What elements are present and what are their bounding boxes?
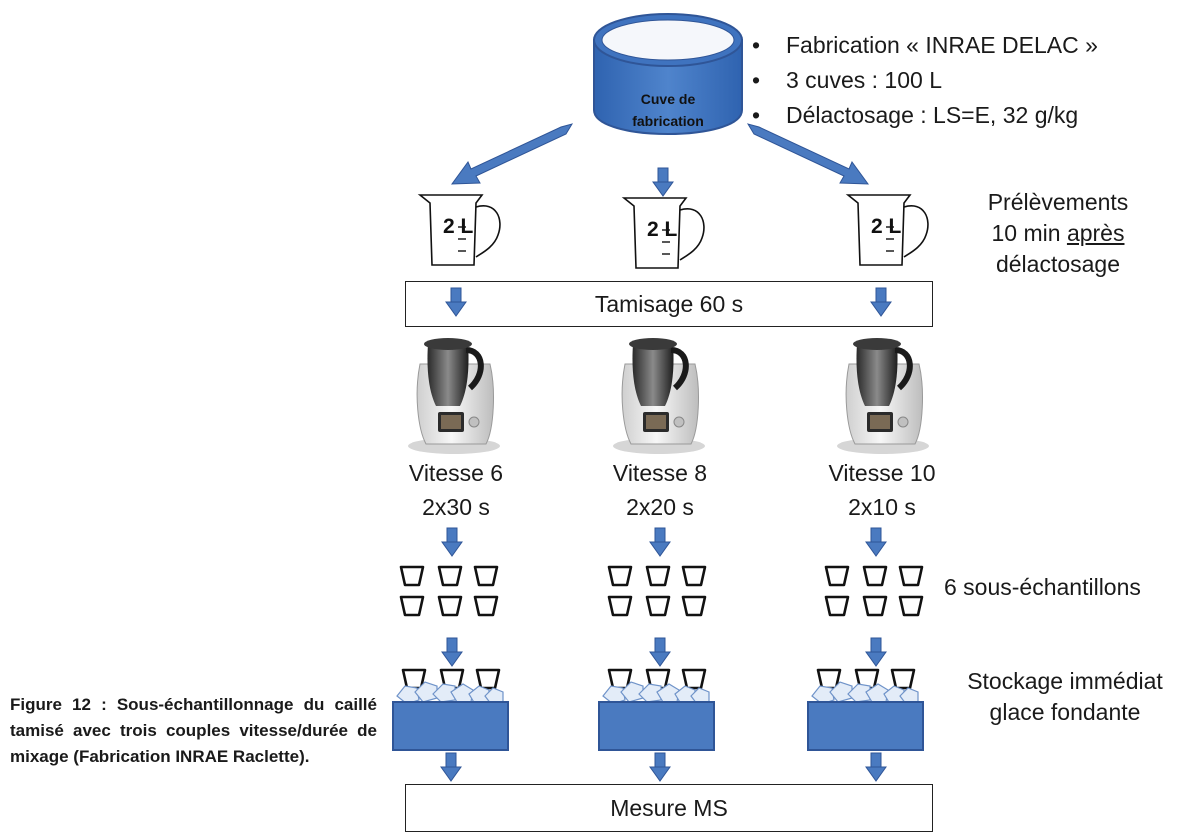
vat-label-line1: Cuve de — [641, 91, 696, 107]
arrow-to-subsamples — [441, 527, 463, 557]
duration-label: 2x20 s — [626, 494, 694, 520]
arrow-to-storage — [649, 637, 671, 667]
speed-group: Vitesse 6 2x30 s — [356, 456, 556, 524]
ice-bin-icon — [392, 668, 509, 751]
duration-label: 2x10 s — [848, 494, 916, 520]
storage-line1: Stockage immédiat — [967, 668, 1163, 694]
ice-bin-icon — [598, 668, 715, 751]
subsample-cups — [824, 565, 924, 617]
sieving-label: Tamisage 60 s — [594, 290, 744, 317]
arrow-vat-right — [746, 123, 870, 185]
pitcher-icon: 2 L — [419, 194, 501, 266]
storage-line2: glace fondante — [989, 699, 1141, 725]
arrow-to-storage — [441, 637, 463, 667]
bullet-item: 3 cuves : 100 L — [752, 63, 1098, 98]
speed-label: Vitesse 8 — [612, 460, 708, 486]
vat-icon: Cuve de fabrication — [593, 13, 743, 135]
figure-caption: Figure 12 : Sous-échantillonnage du cail… — [10, 695, 377, 766]
sampling-line1: Prélèvements — [987, 189, 1129, 215]
duration-label: 2x30 s — [422, 494, 490, 520]
subsample-cups — [399, 565, 499, 617]
measure-box: Mesure MS — [405, 784, 933, 832]
sampling-line2-prefix: 10 min — [991, 220, 1067, 246]
mixer-image — [613, 338, 705, 454]
arrow-to-measure — [865, 752, 887, 782]
bullet-item: Fabrication « INRAE DELAC » — [752, 28, 1098, 63]
subsample-cups — [607, 565, 707, 617]
ice-bin-icon — [807, 668, 924, 751]
sampling-line3: délactosage — [995, 251, 1121, 277]
mixer-image — [837, 338, 929, 454]
mixer-image — [408, 338, 500, 454]
arrow-to-measure — [440, 752, 462, 782]
sampling-caption: Prélèvements 10 min après délactosage — [948, 187, 1168, 280]
pitcher-label: 2 L — [647, 218, 678, 241]
pitcher-label: 2 L — [871, 215, 902, 238]
subsamples-label: 6 sous-échantillons — [944, 574, 1141, 600]
arrow-vat-center — [652, 167, 674, 197]
vat-label-line2: fabrication — [632, 113, 704, 129]
speed-group: Vitesse 8 2x20 s — [560, 456, 760, 524]
arrow-to-storage — [865, 637, 887, 667]
pitcher-label: 2 L — [443, 215, 474, 238]
measure-label: Mesure MS — [610, 794, 728, 821]
arrow-to-measure — [649, 752, 671, 782]
manufacturing-bullets: Fabrication « INRAE DELAC » 3 cuves : 10… — [752, 28, 1098, 133]
sieving-box: Tamisage 60 s — [405, 281, 933, 327]
storage-label: Stockage immédiat glace fondante — [940, 666, 1190, 728]
speed-label: Vitesse 10 — [828, 460, 936, 486]
bullet-item: Délactosage : LS=E, 32 g/kg — [752, 98, 1098, 133]
arrow-vat-left — [450, 123, 574, 185]
pitcher-icon: 2 L — [847, 194, 929, 266]
speed-label: Vitesse 6 — [408, 460, 504, 486]
pitcher-icon: 2 L — [623, 197, 705, 269]
speed-group: Vitesse 10 2x10 s — [782, 456, 982, 524]
arrow-to-subsamples — [649, 527, 671, 557]
arrow-to-subsamples — [865, 527, 887, 557]
sampling-line2-underlined: après — [1066, 220, 1125, 246]
